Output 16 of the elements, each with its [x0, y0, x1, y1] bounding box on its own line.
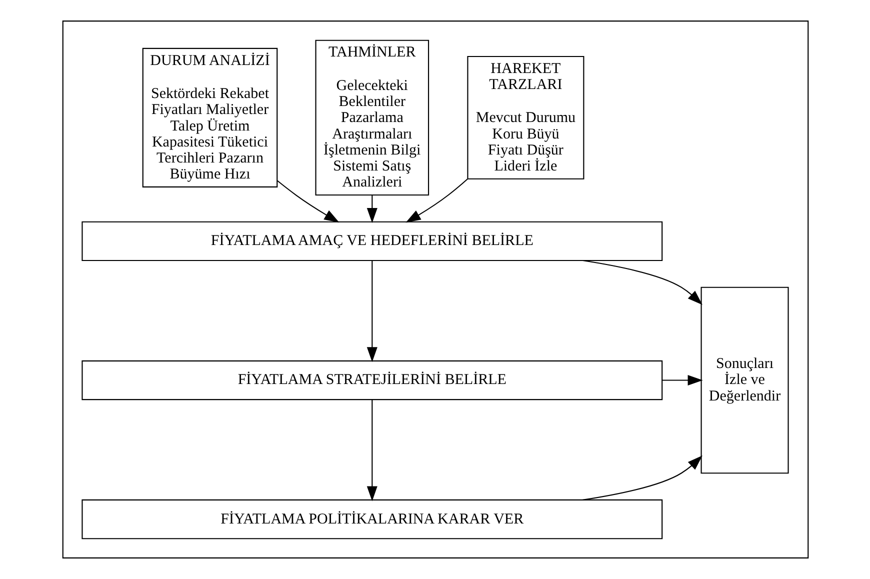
arrow — [366, 400, 377, 502]
arrow — [582, 260, 702, 305]
node-box: FİYATLAMA AMAÇ VE HEDEFLERİNİ BELİRLE — [81, 221, 662, 262]
arrow — [405, 178, 468, 223]
node-box: HAREKET TARZLARI Mevcut Durumu Koru Büyü Fiyatı Düşür Lideri İzle — [466, 56, 584, 180]
node-box: DURUM ANALİZİ Sektördeki Rekabet Fiyatları Maliyetler Talep Üretim Kapasitesi Tüketici Tercihleri Pazarın Büyüme Hızı — [142, 48, 278, 188]
arrow — [276, 180, 339, 223]
arrow — [582, 456, 702, 500]
node-box: TAHMİNLER Gelecekteki Beklentiler Pazarlama Araştırmaları İşletmenin Bilgi Sistemi Satış Analizleri — [314, 40, 429, 196]
node-box: FİYATLAMA STRATEJİLERİNİ BELİRLE — [81, 360, 662, 400]
cluster — [62, 20, 808, 558]
node-box: FİYATLAMA POLİTİKALARINA KARAR VER — [81, 499, 662, 540]
arrow — [662, 374, 702, 386]
arrow — [366, 195, 377, 224]
node-box: Sonuçları İzle ve Değerlendir — [700, 286, 788, 474]
arrow — [366, 260, 377, 362]
